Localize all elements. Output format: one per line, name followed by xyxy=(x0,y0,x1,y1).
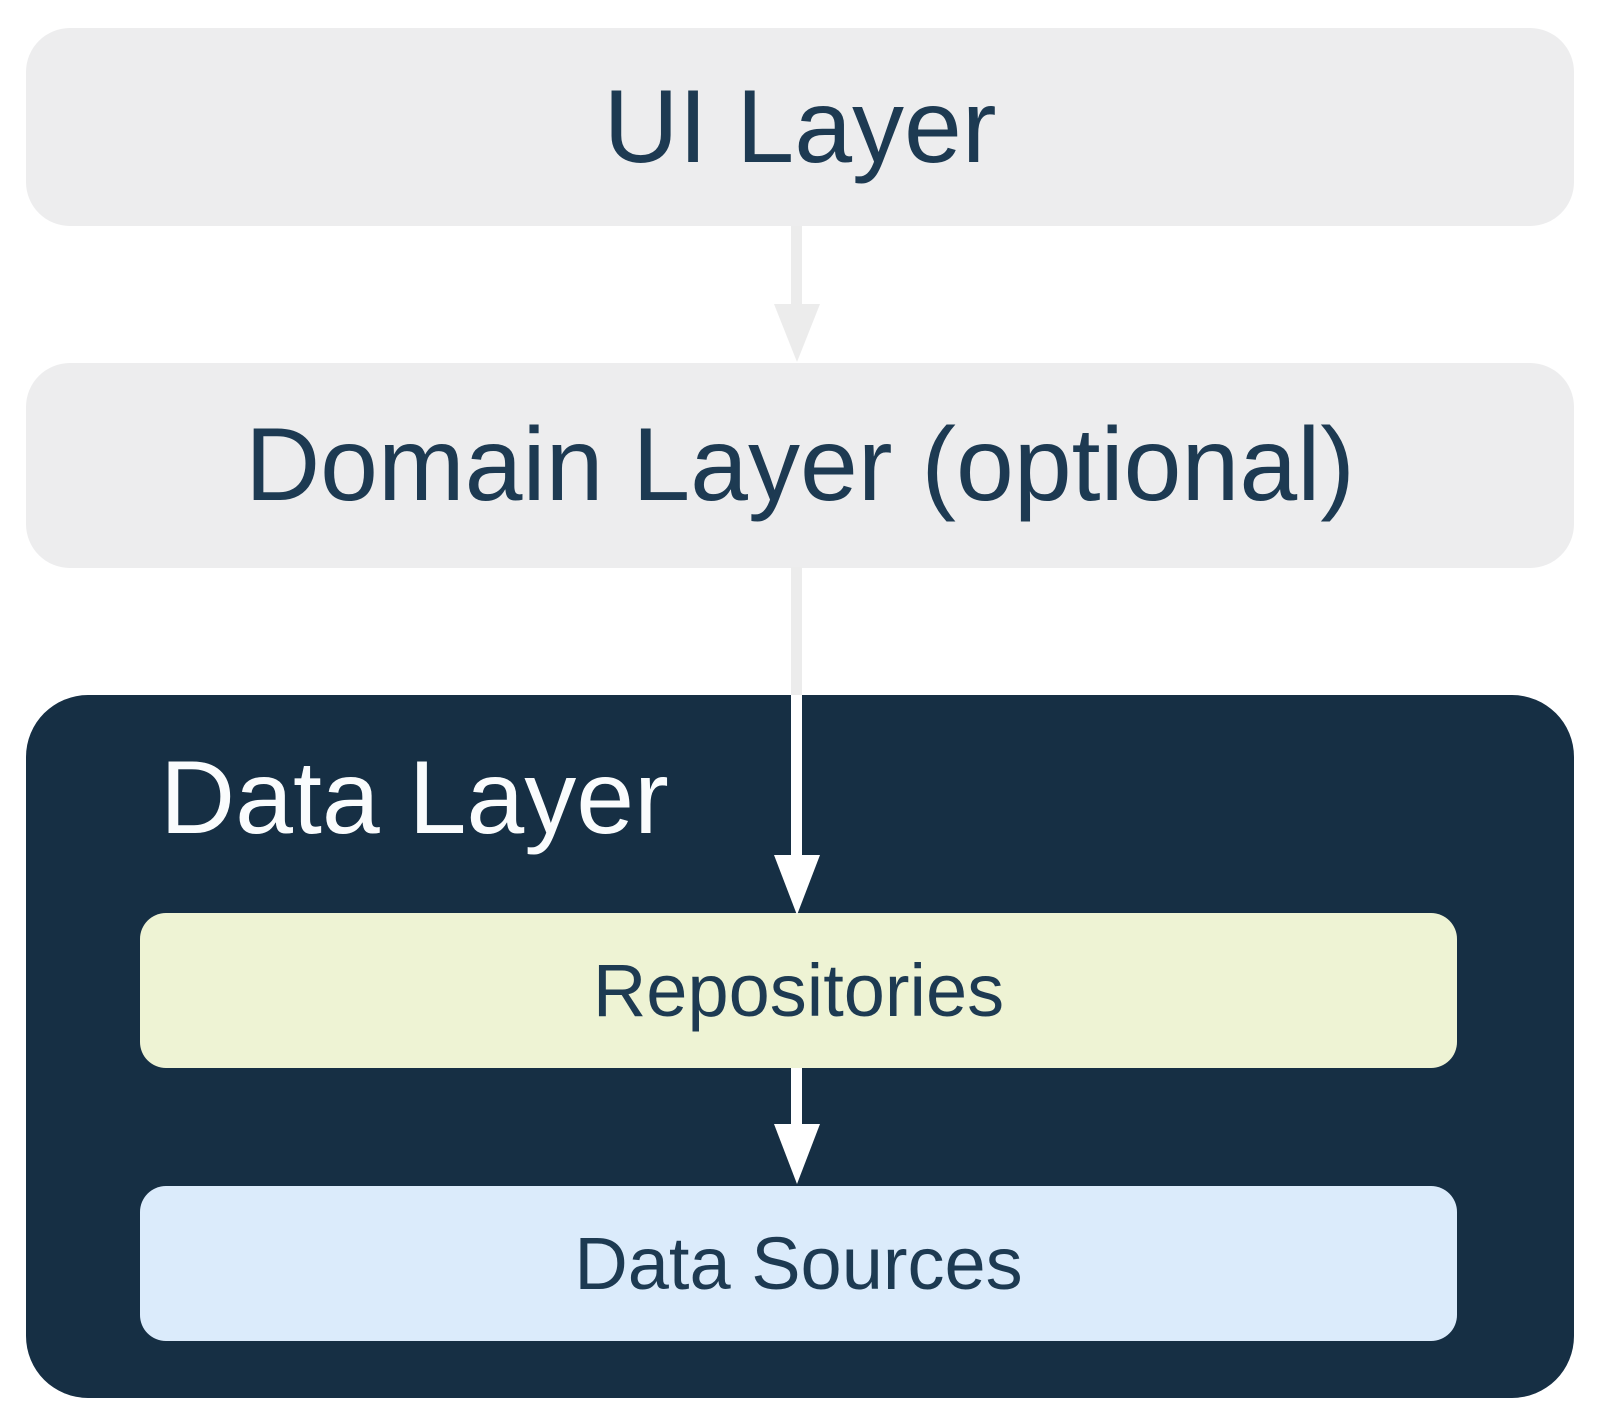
arrow-ui-to-domain-line xyxy=(791,226,802,306)
ui-layer-box: UI Layer xyxy=(26,28,1574,226)
ui-layer-label: UI Layer xyxy=(603,68,997,185)
arrow-domain-to-repositories-line-outer xyxy=(791,567,802,696)
data-sources-label: Data Sources xyxy=(574,1222,1023,1305)
arrow-domain-to-repositories-line-inner xyxy=(791,695,802,857)
repositories-box: Repositories xyxy=(140,913,1457,1068)
data-sources-box: Data Sources xyxy=(140,1186,1457,1341)
arrow-domain-to-repositories-head-icon xyxy=(774,855,820,915)
arrow-repositories-to-datasources-head-icon xyxy=(774,1124,820,1184)
domain-layer-box: Domain Layer (optional) xyxy=(26,363,1574,568)
data-layer-label: Data Layer xyxy=(160,740,669,856)
arrow-repositories-to-datasources-line xyxy=(791,1068,802,1126)
arrow-ui-to-domain-head-icon xyxy=(774,304,820,362)
repositories-label: Repositories xyxy=(592,949,1005,1032)
domain-layer-label: Domain Layer (optional) xyxy=(245,407,1355,523)
